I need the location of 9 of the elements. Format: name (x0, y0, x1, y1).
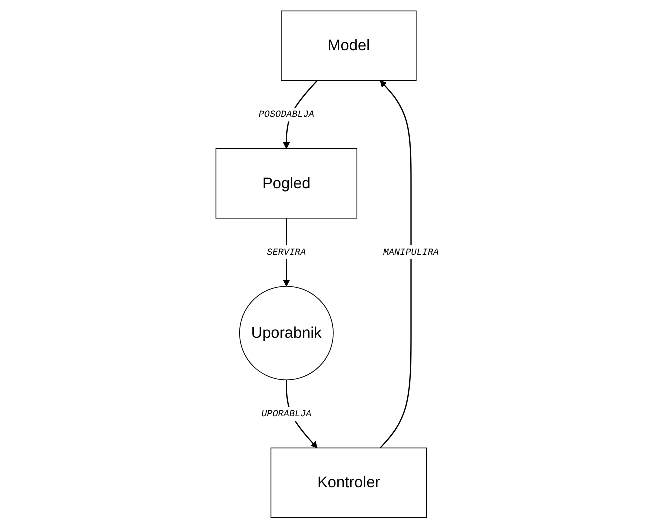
node-box: Pogled (216, 148, 358, 219)
edge-label: UPORABLJA (261, 408, 312, 420)
node-box: Kontroler (270, 448, 427, 518)
edge-label: MANIPULIRA (383, 247, 439, 258)
node-circle: Uporabnik (239, 286, 334, 381)
edge-label: POSODABLJA (258, 109, 314, 120)
node-box: Model (280, 10, 417, 82)
arrow (380, 80, 412, 449)
edge-label: SERVIRA (267, 247, 306, 258)
